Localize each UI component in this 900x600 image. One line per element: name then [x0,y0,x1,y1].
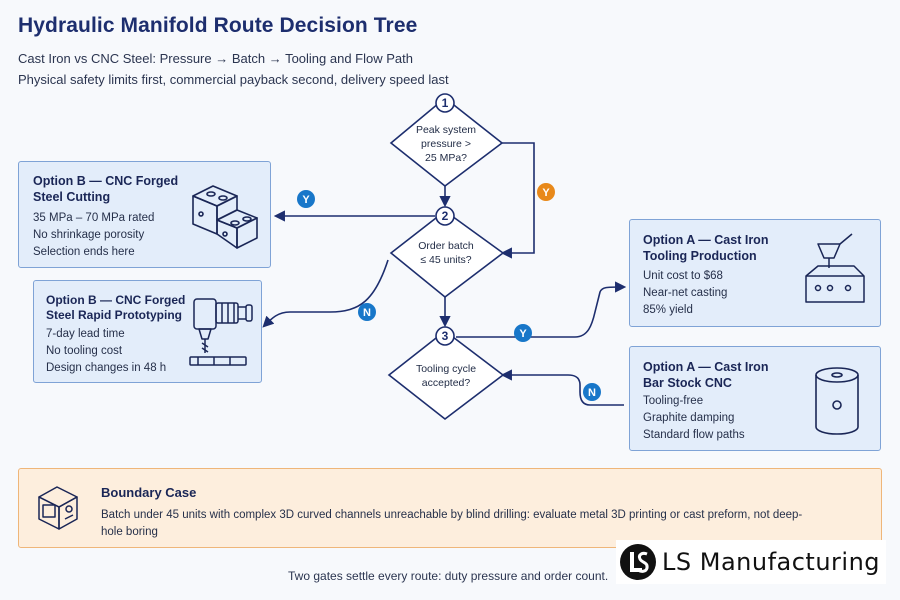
yes-badge-label: Y [519,328,527,340]
no-badge-label: N [588,387,596,399]
decision-node-3 [387,329,505,421]
card-title-line2: Steel Rapid Prototyping [46,308,183,322]
node-question-line: Order batch [418,240,474,252]
card-option-b-forged-steel-cutting: Option B — CNC Forged Steel Cutting 35 M… [18,161,271,268]
card-spec-line: No shrinkage porosity [33,229,145,241]
edge-node3-no-to-bar-stock [500,369,624,406]
card-spec-line: Design changes in 48 h [46,362,167,374]
page-subtitle: Cast Iron vs CNC Steel: Pressure → Batch… [18,51,413,66]
yes-badge-pressure [537,183,555,201]
brand-watermark: LS Manufacturing [616,540,886,584]
yes-badge [297,190,315,208]
card-option-a-bar-stock-cnc: Option A — Cast Iron Bar Stock CNC Tooli… [629,346,881,451]
edge-node2-no-to-prototyping [262,259,389,328]
manifold-cube-icon [38,486,78,530]
node-question-line: pressure > [421,138,471,150]
card-option-b-rapid-prototyping: Option B — CNC Forged Steel Rapid Protot… [33,280,262,383]
card-spec-line: 35 MPa – 70 MPa rated [33,212,155,224]
card-title-line1: Option B — CNC Forged [33,174,179,188]
boundary-case-panel: Boundary Case Batch under 45 units with … [18,468,882,548]
card-spec-line: Standard flow paths [643,429,745,441]
footer-note: Two gates settle every route: duty press… [288,569,609,583]
boundary-text: Batch under 45 units with complex 3D cur… [101,509,803,538]
card-spec-line: No tooling cost [46,345,123,357]
card-title-line1: Option A — Cast Iron [643,360,769,374]
card-title-line2: Tooling Production [643,249,757,263]
node-question-line: Peak system [416,124,476,136]
card-spec-line: Graphite damping [643,412,735,424]
decision-node-2 [389,209,505,299]
node-number-circle [435,326,455,346]
card-title-line2: Steel Cutting [33,190,111,204]
node-question-line: ≤ 45 units? [420,254,471,266]
node-question-line: Tooling cycle [416,363,476,375]
card-spec-line: Unit cost to $68 [643,270,723,282]
card-title-line1: Option B — CNC Forged [46,293,186,307]
page-title: Hydraulic Manifold Route Decision Tree [18,14,418,37]
yes-badge-label: Y [302,194,310,206]
card-spec-line: 7-day lead time [46,328,125,340]
node-number-circle [435,93,455,113]
milling-spindle-icon [189,298,253,366]
boundary-title: Boundary Case [101,485,197,500]
yes-badge [514,324,532,342]
card-title-line2: Bar Stock CNC [643,376,732,390]
card-title-line1: Option A — Cast Iron [643,233,769,247]
card-option-a-tooling-production: Option A — Cast Iron Tooling Production … [629,219,881,327]
decision-node-1 [389,96,504,188]
no-badge-label: N [363,307,371,319]
node-number: 1 [442,96,449,110]
bar-stock-cylinder-icon [815,367,859,435]
steel-block-icon [192,185,258,249]
no-badge [358,303,376,321]
edge-node3-yes-to-tooling [456,281,627,338]
node-number: 2 [442,209,449,223]
page-subtitle-secondary: Physical safety limits first, commercial… [18,72,449,87]
card-spec-line: Selection ends here [33,246,135,258]
node-number: 3 [442,329,449,343]
casting-ladle-icon [805,233,865,303]
card-spec-line: 85% yield [643,304,693,316]
card-spec-line: Near-net casting [643,287,728,299]
node-number-circle [435,206,455,226]
yes-badge-label: Y [542,187,550,199]
brand-name: LS Manufacturing [662,548,881,576]
edge-node1-yes-to-node2 [500,142,535,259]
node-question-line: accepted? [422,377,471,389]
card-spec-line: Tooling-free [643,395,704,407]
brand-logo-icon [620,544,656,580]
no-badge [583,383,601,401]
node-question-line: 25 MPa? [425,152,467,164]
